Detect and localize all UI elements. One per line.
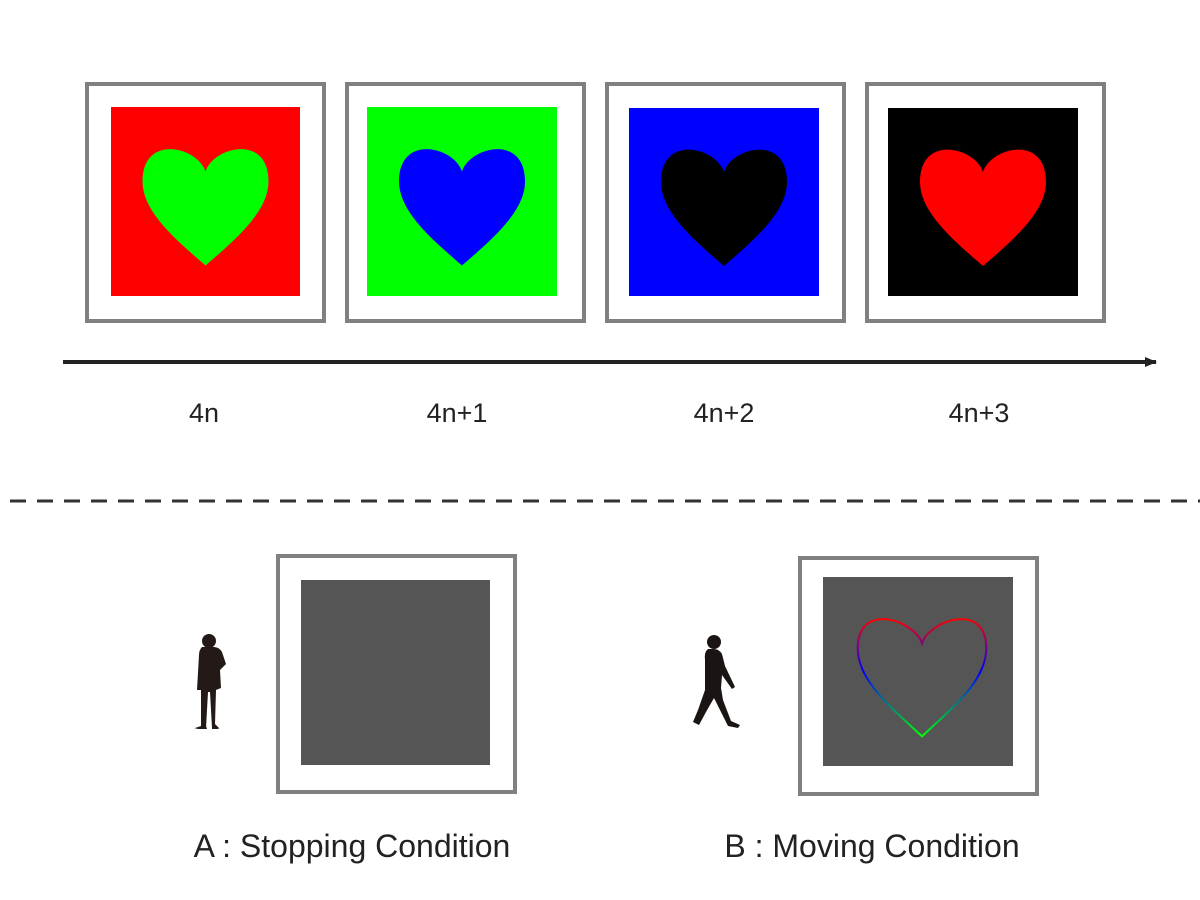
frame-4n-plus-3 — [865, 82, 1106, 323]
condition-label: B : Moving Condition — [724, 828, 1019, 864]
frame-4n-plus-2 — [605, 82, 846, 323]
heart-icon — [399, 149, 525, 266]
frame-4n — [85, 82, 326, 323]
walking-person-icon — [693, 635, 740, 728]
gray-panel — [301, 580, 490, 765]
condition-stopping: A : Stopping Condition — [194, 554, 517, 864]
frame-label: 4n+3 — [949, 398, 1010, 428]
sequence-frames — [85, 82, 1106, 323]
heart-icon — [920, 149, 1046, 266]
standing-person-icon — [194, 634, 226, 729]
frame-4n-plus-1 — [345, 82, 586, 323]
frame-label: 4n+2 — [694, 398, 755, 428]
frame-label: 4n+1 — [427, 398, 488, 428]
condition-label: A : Stopping Condition — [194, 828, 511, 864]
condition-moving: B : Moving Condition — [693, 556, 1039, 864]
frame-label: 4n — [189, 398, 219, 428]
heart-icon — [661, 149, 787, 266]
heart-outline-icon — [856, 618, 988, 738]
heart-icon — [142, 149, 269, 266]
frame-labels: 4n 4n+1 4n+2 4n+3 — [189, 398, 1009, 428]
gray-panel — [823, 577, 1013, 766]
